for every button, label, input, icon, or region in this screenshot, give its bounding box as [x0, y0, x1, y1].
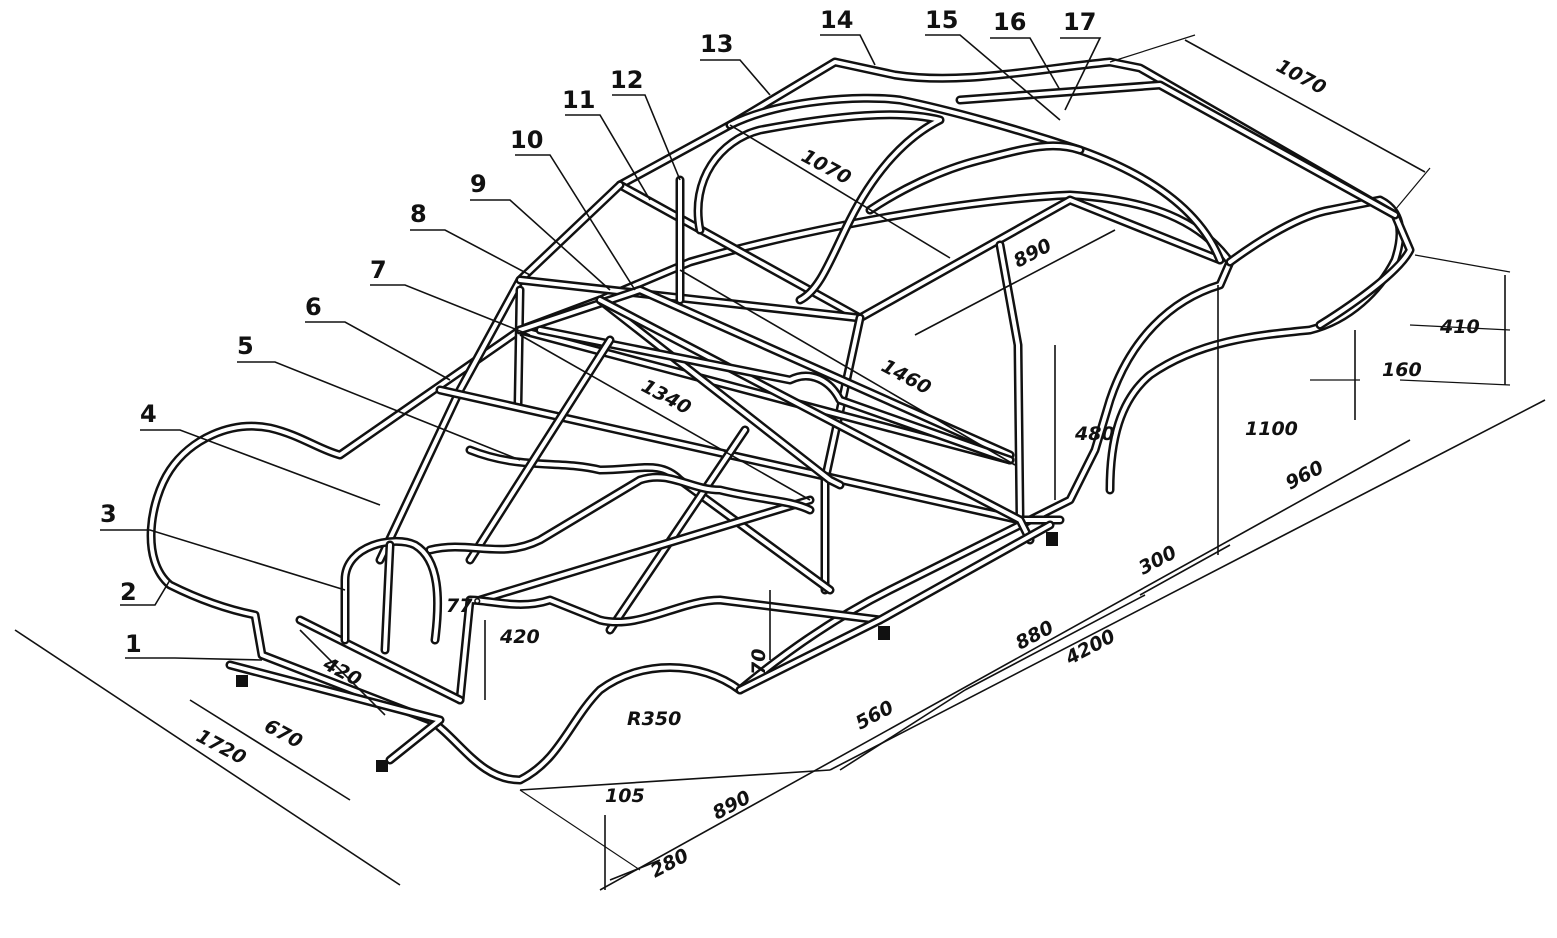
part-number-13: 13 — [700, 30, 733, 58]
dim-410: 410 — [1439, 316, 1480, 338]
frame-tubes — [146, 57, 1415, 785]
mount-feet — [236, 532, 1058, 772]
roof-frame — [615, 57, 1415, 330]
dim-1460: 1460 — [878, 355, 935, 399]
part-number-9: 9 — [470, 170, 487, 198]
dim-480: 480 — [1074, 423, 1115, 445]
dim-4200: 4200 — [1061, 625, 1119, 670]
dim-160: 160 — [1382, 359, 1422, 381]
part-number-17: 17 — [1063, 8, 1096, 36]
dim-890-bottom: 890 — [709, 786, 754, 824]
part-leaders — [100, 34, 1102, 661]
part-number-1: 1 — [125, 630, 142, 658]
part-number-4: 4 — [140, 400, 157, 428]
part-number-6: 6 — [305, 293, 322, 321]
part-number-15: 15 — [925, 6, 958, 34]
part-number-5: 5 — [237, 332, 254, 360]
dim-1340: 1340 — [638, 375, 695, 419]
dim-960: 960 — [1282, 456, 1327, 494]
dim-670: 670 — [261, 715, 306, 753]
dim-420-arch: 420 — [499, 626, 540, 648]
part-number-16: 16 — [993, 8, 1026, 36]
dim-77-deg: 77° — [446, 595, 482, 617]
dim-r350: R350 — [627, 708, 681, 730]
part-number-14: 14 — [820, 6, 853, 34]
part-number-labels: 1 2 3 4 5 6 7 8 9 10 11 12 13 14 15 16 1… — [100, 6, 1096, 658]
part-number-12: 12 — [610, 66, 643, 94]
dim-70: 70 — [748, 649, 770, 675]
dim-105: 105 — [605, 785, 645, 807]
dimension-lines — [14, 34, 1546, 891]
part-number-10: 10 — [510, 126, 543, 154]
dim-300: 300 — [1135, 541, 1180, 579]
dim-1100: 1100 — [1245, 418, 1298, 440]
dim-890-roof: 890 — [1010, 234, 1055, 272]
part-number-11: 11 — [562, 86, 595, 114]
part-number-7: 7 — [370, 256, 387, 284]
part-number-2: 2 — [120, 578, 137, 606]
dim-280: 280 — [647, 844, 692, 882]
part-number-3: 3 — [100, 500, 117, 528]
part-number-8: 8 — [410, 200, 427, 228]
